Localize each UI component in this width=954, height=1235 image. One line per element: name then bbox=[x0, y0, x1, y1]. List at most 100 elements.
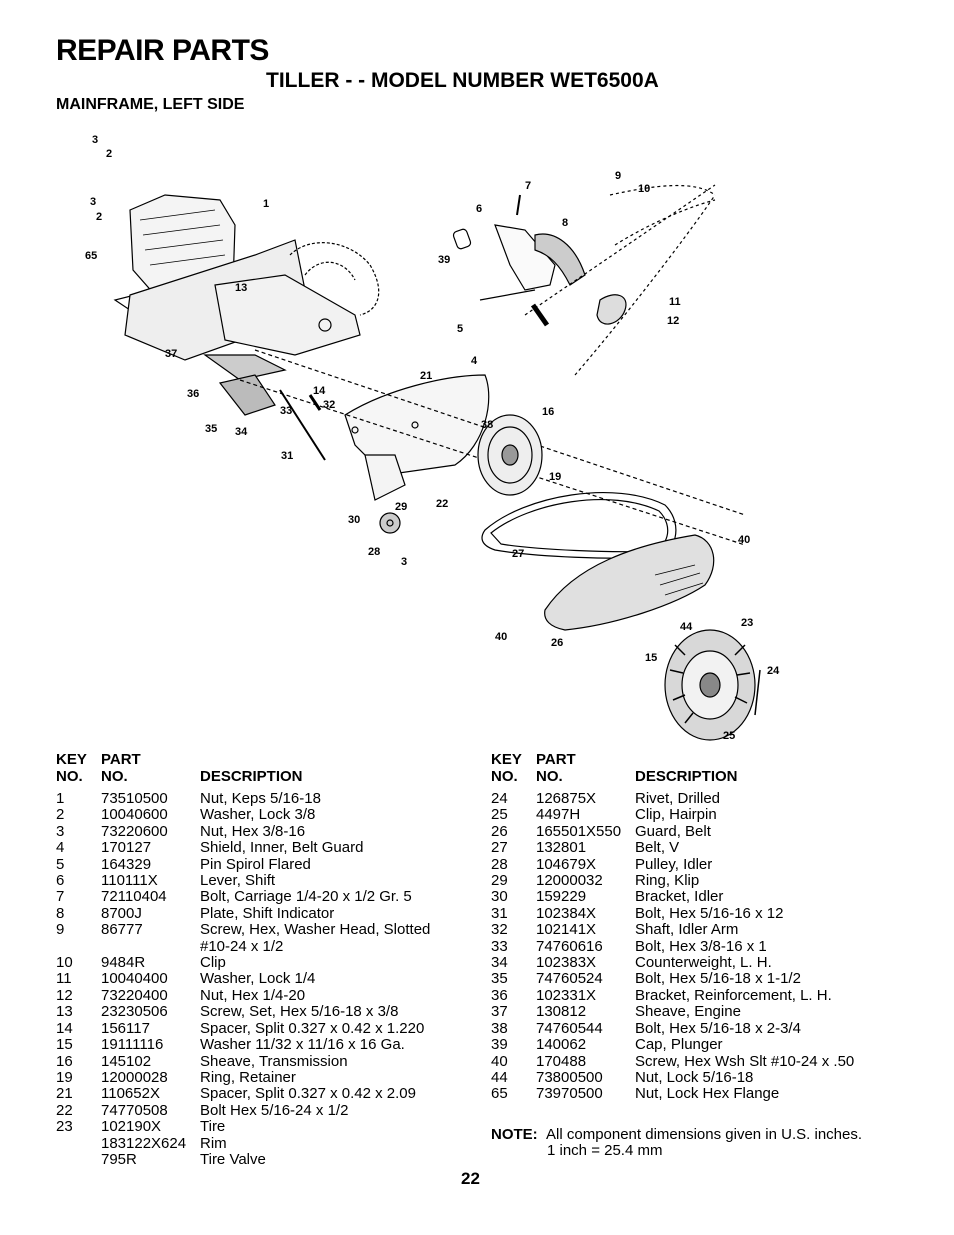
part-key-no: 44 bbox=[491, 1068, 508, 1086]
dimension-note: NOTE: All component dimensions given in … bbox=[491, 1126, 863, 1160]
part-key-no: 28 bbox=[491, 855, 508, 873]
table-row: #10-24 x 1/2 bbox=[56, 937, 430, 955]
part-number: 145102 bbox=[101, 1052, 152, 1070]
part-number: 74770508 bbox=[101, 1101, 168, 1119]
part-number: 170488 bbox=[536, 1052, 587, 1070]
part-key-no: 22 bbox=[56, 1101, 73, 1119]
svg-text:15: 15 bbox=[645, 652, 657, 664]
svg-text:2: 2 bbox=[106, 148, 112, 160]
part-description: Shield, Inner, Belt Guard bbox=[200, 839, 364, 857]
shift-lever-drawing bbox=[494, 224, 556, 291]
part-key-no: 30 bbox=[491, 888, 508, 906]
part-description: Nut, Lock Hex Flange bbox=[635, 1085, 780, 1103]
part-description: Tire bbox=[200, 1118, 226, 1136]
part-key-no: 4 bbox=[56, 839, 65, 857]
svg-text:10: 10 bbox=[638, 183, 650, 195]
svg-text:23: 23 bbox=[741, 617, 753, 629]
part-key-no: 5 bbox=[56, 855, 65, 873]
part-description: Ring, Retainer bbox=[200, 1068, 296, 1086]
svg-text:25: 25 bbox=[723, 730, 735, 742]
part-description: Washer 11/32 x 11/16 x 16 Ga. bbox=[200, 1036, 405, 1054]
note-label: NOTE: bbox=[491, 1126, 538, 1143]
svg-text:39: 39 bbox=[438, 254, 450, 266]
part-description: Spacer, Split 0.327 x 0.42 x 2.09 bbox=[200, 1085, 416, 1103]
part-number: 73220400 bbox=[101, 986, 168, 1004]
part-key-no: 65 bbox=[491, 1085, 508, 1103]
part-key-no: 36 bbox=[491, 986, 508, 1004]
part-key-no: 1 bbox=[56, 790, 65, 807]
svg-text:9: 9 bbox=[615, 170, 621, 182]
svg-text:27: 27 bbox=[512, 548, 524, 560]
part-number: 159229 bbox=[536, 888, 587, 906]
part-description: Bolt, Hex 5/16-16 x 12 bbox=[635, 904, 784, 922]
part-description: #10-24 x 1/2 bbox=[200, 937, 284, 955]
col-header-description: DESCRIPTION bbox=[200, 768, 303, 785]
part-number: 74760544 bbox=[536, 1019, 603, 1037]
part-description: Nut, Lock 5/16-18 bbox=[635, 1068, 754, 1086]
part-description: Plate, Shift Indicator bbox=[200, 904, 335, 922]
part-description: Counterweight, L. H. bbox=[635, 954, 772, 972]
part-number: 102331X bbox=[536, 986, 597, 1004]
svg-text:31: 31 bbox=[281, 450, 293, 462]
svg-text:44: 44 bbox=[680, 621, 693, 633]
part-description: Screw, Set, Hex 5/16-18 x 3/8 bbox=[200, 1003, 399, 1021]
svg-text:34: 34 bbox=[235, 426, 248, 438]
svg-text:2: 2 bbox=[96, 211, 102, 223]
part-description: Nut, Keps 5/16-18 bbox=[200, 790, 321, 807]
page-title: REPAIR PARTS bbox=[56, 34, 269, 67]
svg-text:8: 8 bbox=[562, 217, 568, 229]
svg-text:5: 5 bbox=[457, 323, 463, 335]
part-number: 183122X624 bbox=[101, 1134, 187, 1152]
part-description: Bolt, Hex 5/16-18 x 1-1/2 bbox=[635, 970, 801, 988]
part-number bbox=[101, 939, 200, 955]
part-description: Guard, Belt bbox=[635, 822, 711, 840]
part-key-no: 32 bbox=[491, 921, 508, 939]
part-description: Pulley, Idler bbox=[635, 855, 713, 873]
note-line1: All component dimensions given in U.S. i… bbox=[546, 1126, 863, 1143]
part-description: Screw, Hex, Washer Head, Slotted bbox=[200, 921, 431, 939]
svg-text:26: 26 bbox=[551, 637, 563, 649]
part-key-no: 31 bbox=[491, 904, 508, 922]
part-number: 165501X550 bbox=[536, 822, 622, 840]
part-description: Bolt, Hex 5/16-18 x 2-3/4 bbox=[635, 1019, 801, 1037]
part-key-no: 40 bbox=[491, 1052, 508, 1070]
part-description: Cap, Plunger bbox=[635, 1036, 723, 1054]
part-number: 23230506 bbox=[101, 1003, 168, 1021]
part-key-no: 12 bbox=[56, 986, 73, 1004]
col-header-key-no: NO. bbox=[491, 768, 518, 785]
part-description: Nut, Hex 3/8-16 bbox=[200, 822, 306, 840]
part-key-no: 6 bbox=[56, 872, 65, 890]
col-header-part-no: NO. bbox=[101, 768, 128, 785]
svg-text:11: 11 bbox=[669, 296, 681, 308]
part-description: Washer, Lock 1/4 bbox=[200, 970, 316, 988]
part-key-no: 29 bbox=[491, 872, 508, 890]
svg-text:16: 16 bbox=[542, 406, 554, 418]
part-key-no: 26 bbox=[491, 822, 508, 840]
svg-text:4: 4 bbox=[471, 355, 478, 367]
part-key-no: 8 bbox=[56, 904, 65, 922]
part-number: 74760524 bbox=[536, 970, 603, 988]
part-number: 156117 bbox=[101, 1019, 150, 1037]
part-key-no: 33 bbox=[491, 937, 508, 955]
part-key-no: 11 bbox=[56, 970, 72, 988]
